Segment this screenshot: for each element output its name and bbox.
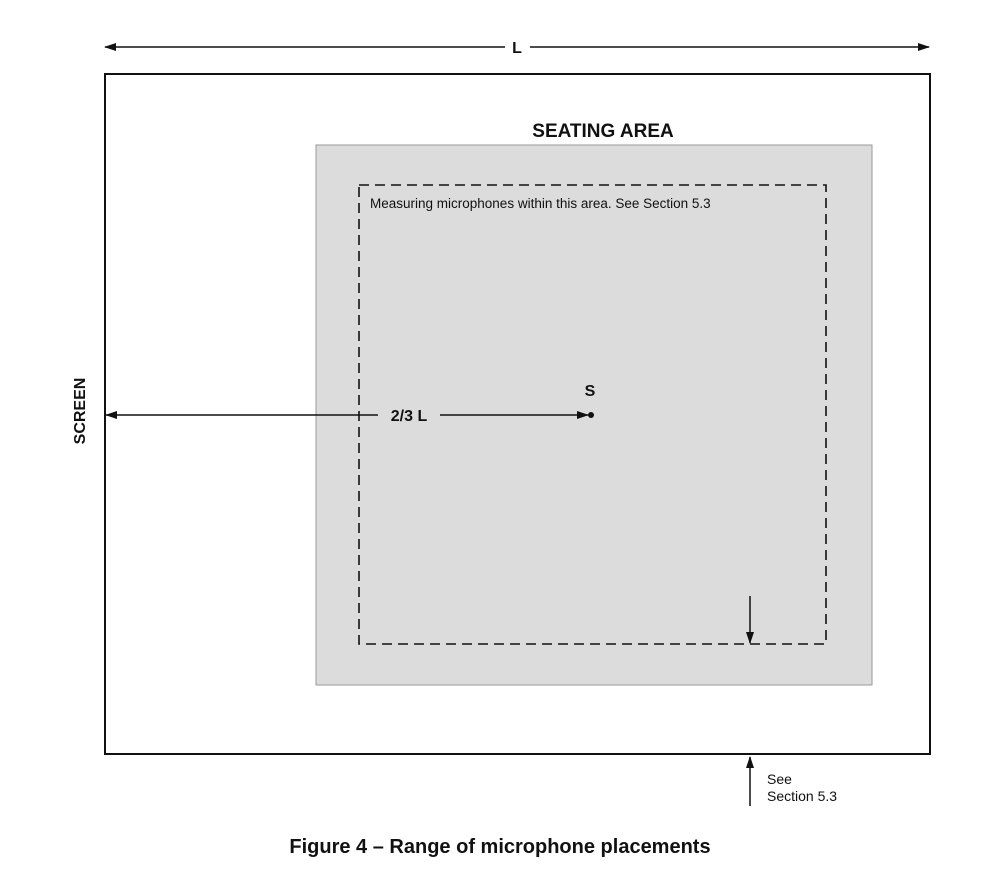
see-note-line2: Section 5.3 bbox=[767, 788, 837, 804]
distance-label-backdrop bbox=[376, 403, 436, 427]
measuring-note: Measuring microphones within this area. … bbox=[370, 196, 711, 211]
length-dimension: L bbox=[104, 40, 930, 57]
source-point bbox=[588, 412, 594, 418]
see-note-line1: See bbox=[767, 771, 792, 787]
figure-caption: Figure 4 – Range of microphone placement… bbox=[289, 836, 710, 858]
distance-label: 2/3 L bbox=[391, 408, 428, 425]
length-label: L bbox=[512, 40, 522, 57]
source-label: S bbox=[585, 383, 596, 400]
screen-label: SCREEN bbox=[72, 378, 89, 445]
distance-dimension: 2/3 L bbox=[105, 403, 589, 427]
seating-area-label: SEATING AREA bbox=[532, 121, 674, 142]
